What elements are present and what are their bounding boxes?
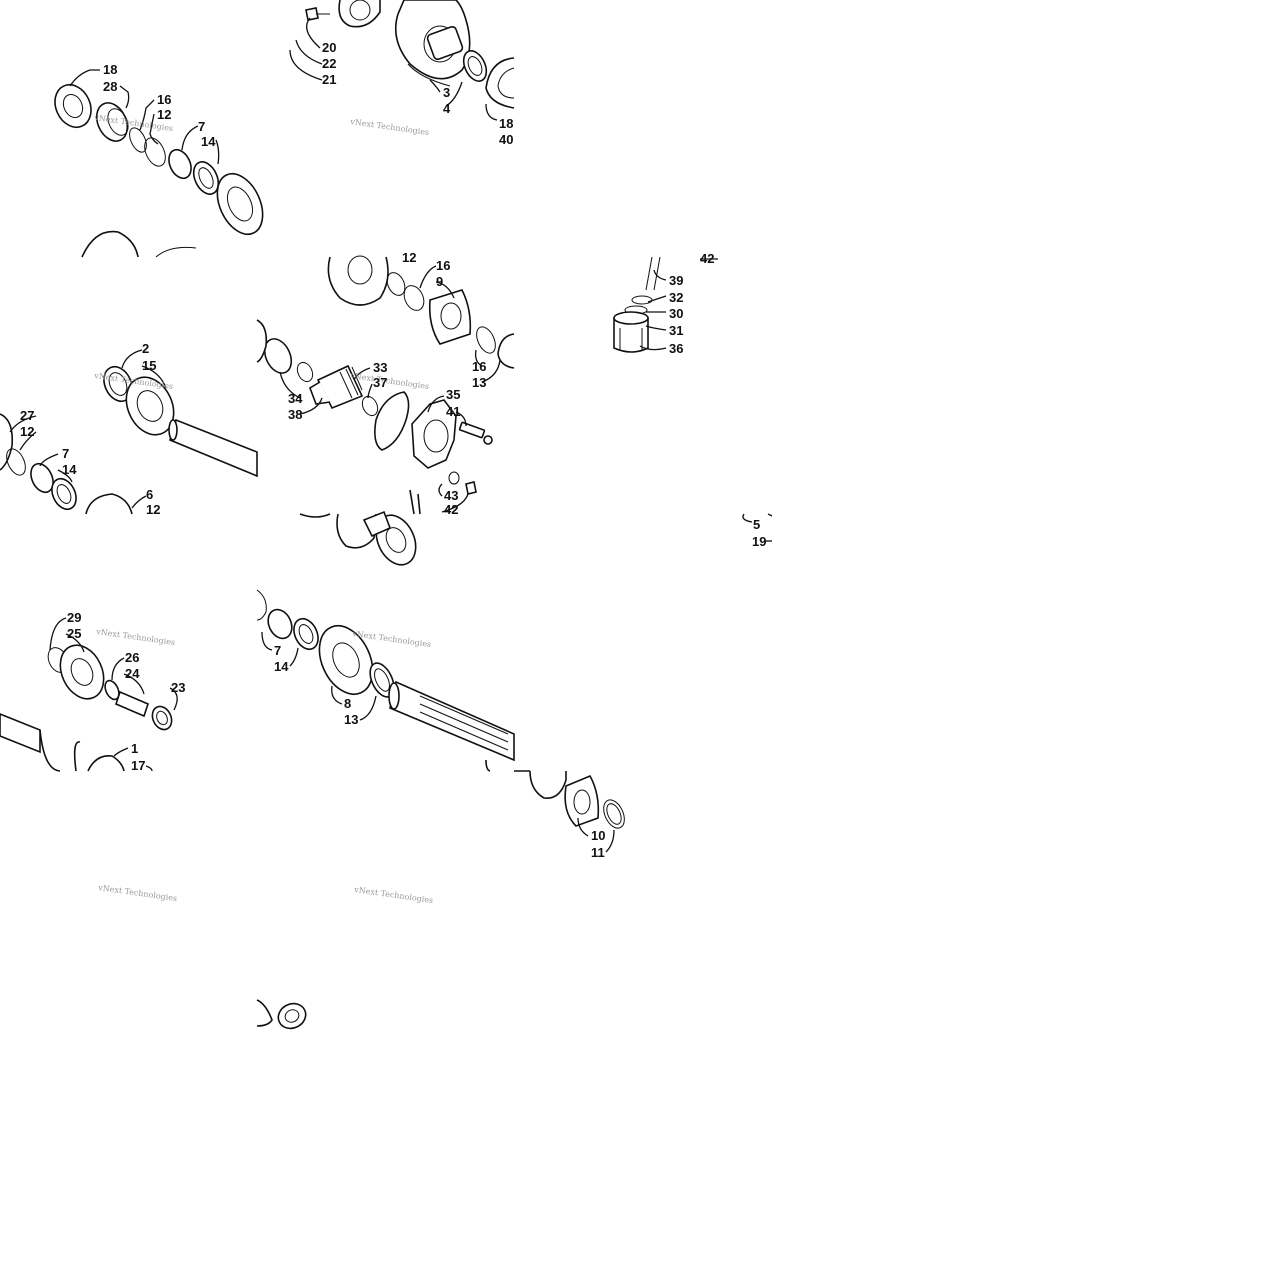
- callout-label: 28: [103, 79, 117, 94]
- callout-label: 12: [146, 502, 160, 517]
- callout-label: 35: [446, 387, 460, 402]
- watermarks: vNext Technologies vNext Technologies vN…: [93, 113, 434, 905]
- callout-label: 12: [20, 424, 34, 439]
- tile-j-leaders: [577, 817, 615, 853]
- tile-d-leaders: [639, 269, 667, 351]
- tile-f-parts: [299, 510, 417, 566]
- callout-label: 4: [443, 101, 451, 116]
- callout-label: 5: [753, 517, 760, 532]
- callout-label: 27: [20, 408, 34, 423]
- watermark-text: vNext Technologies: [95, 627, 176, 647]
- tile-c-parts: [256, 255, 515, 515]
- callout-label: 14: [274, 659, 289, 674]
- tile-c-leaders: [279, 265, 501, 513]
- callout-label: 3: [443, 85, 450, 100]
- tile-i-parts: [256, 589, 515, 762]
- tile-e-leaders: [9, 349, 167, 509]
- callout-label: 10: [591, 828, 605, 843]
- tile-a-parts: [54, 84, 264, 258]
- callout-label: 42: [444, 502, 458, 517]
- watermark-text: vNext Technologies: [349, 117, 430, 137]
- callout-label: 9: [436, 274, 443, 289]
- callout-label: 22: [322, 56, 336, 71]
- callout-label: 12: [157, 107, 171, 122]
- callout-label: 43: [444, 488, 458, 503]
- tile-d-parts: [613, 256, 718, 353]
- watermark-text: vNext Technologies: [353, 885, 434, 905]
- callout-labels: 18 28 16 12 7 14 20 22 21 3 4 18 40 12 1…: [20, 40, 766, 860]
- tile-h-parts: [0, 644, 173, 772]
- callout-label: 19: [752, 534, 766, 549]
- callout-label: 37: [373, 375, 387, 390]
- callout-label: 6: [146, 487, 153, 502]
- callout-label: 17: [131, 758, 145, 773]
- callout-label: 7: [274, 643, 281, 658]
- callout-label: 21: [322, 72, 336, 87]
- callout-label: 13: [472, 375, 486, 390]
- callout-label: 12: [402, 250, 416, 265]
- callout-label: 24: [125, 666, 140, 681]
- tile-j-parts: [485, 759, 625, 829]
- callout-label: 14: [201, 134, 216, 149]
- tile-g-leaders: [742, 513, 773, 542]
- callout-label: 25: [67, 626, 81, 641]
- callout-label: 29: [67, 610, 81, 625]
- callout-label: 8: [344, 696, 351, 711]
- tile-a-leaders: [69, 69, 220, 165]
- callout-label: 31: [669, 323, 683, 338]
- callout-label: 41: [446, 404, 460, 419]
- callout-label: 32: [669, 290, 683, 305]
- callout-label: 13: [344, 712, 358, 727]
- callout-label: 16: [472, 359, 486, 374]
- callout-label: 23: [171, 680, 185, 695]
- tile-h-leaders: [49, 617, 178, 772]
- callout-label: 40: [499, 132, 513, 147]
- callout-label: 33: [373, 360, 387, 375]
- callout-label: 39: [669, 273, 683, 288]
- callout-label: 38: [288, 407, 302, 422]
- callout-label: 2: [142, 341, 149, 356]
- tile-b-leaders: [289, 17, 498, 121]
- callout-label: 16: [436, 258, 450, 273]
- callout-label: 36: [669, 341, 683, 356]
- callout-label: 18: [499, 116, 513, 131]
- tile-k-parts: [256, 999, 307, 1030]
- callout-label: 34: [288, 391, 303, 406]
- watermark-text: vNext Technologies: [97, 883, 178, 903]
- callout-label: 30: [669, 306, 683, 321]
- callout-label: 7: [198, 119, 205, 134]
- callout-label: 11: [591, 845, 605, 860]
- callout-label: 20: [322, 40, 336, 55]
- callout-label: 1: [131, 741, 138, 756]
- tile-b-parts: [305, 0, 515, 109]
- callout-label: 18: [103, 62, 117, 77]
- callout-label: 26: [125, 650, 139, 665]
- callout-label: 42: [700, 251, 714, 266]
- tile-e-parts: [0, 365, 258, 515]
- callout-label: 14: [62, 462, 77, 477]
- callout-label: 16: [157, 92, 171, 107]
- callout-label: 7: [62, 446, 69, 461]
- tile-i-leaders: [261, 631, 377, 721]
- callout-label: 15: [142, 358, 156, 373]
